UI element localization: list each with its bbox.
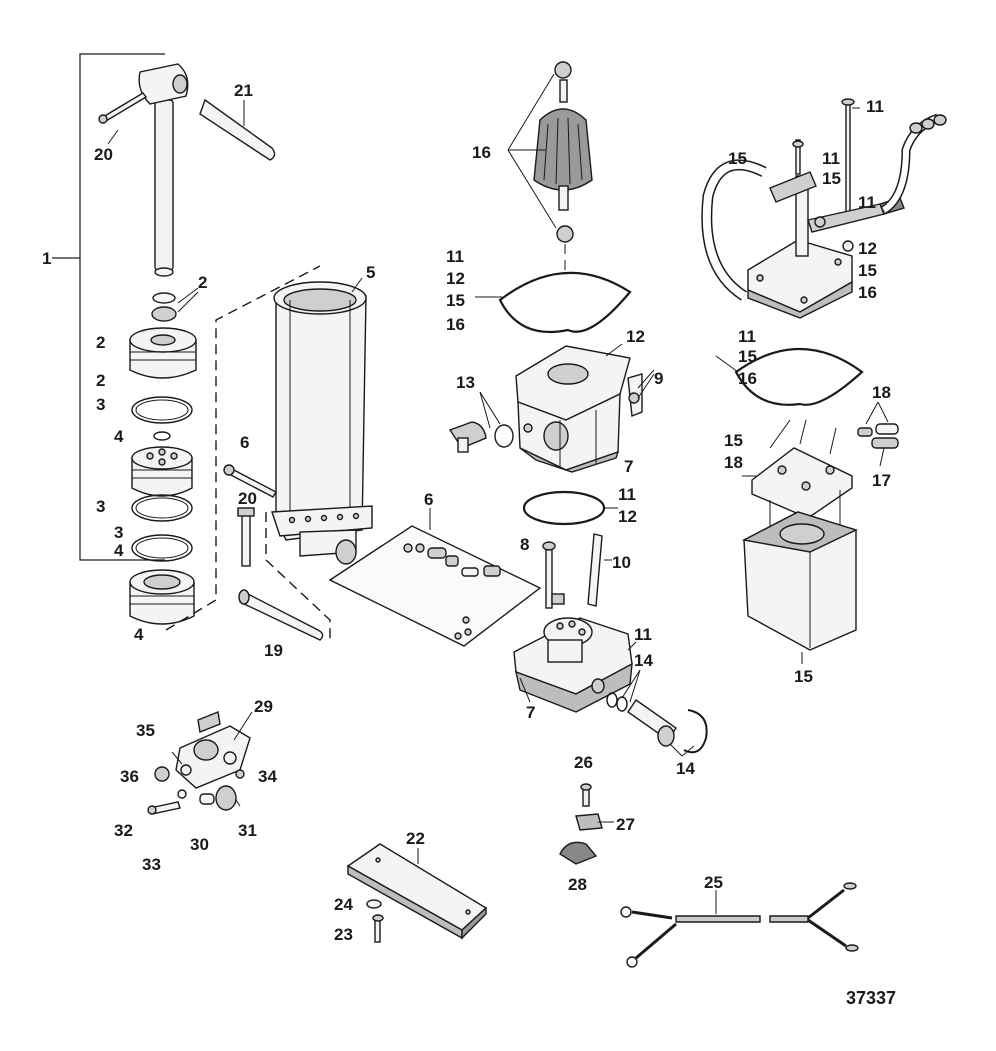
callout-4: 4 [134, 625, 144, 644]
callout-14: 14 [676, 759, 695, 778]
callout-5: 5 [366, 263, 375, 282]
callout-7: 7 [526, 703, 535, 722]
callout-25: 25 [704, 873, 723, 892]
callout-16: 16 [472, 143, 491, 162]
pin-19 [238, 589, 324, 641]
callout-12: 12 [626, 327, 645, 346]
callout-18: 18 [872, 383, 891, 402]
switch-assembly [147, 711, 253, 815]
callout-9: 9 [654, 369, 663, 388]
callout-18: 18 [724, 453, 743, 472]
callout-10: 10 [612, 553, 631, 572]
callout-13: 13 [456, 373, 475, 392]
callout-15: 15 [738, 347, 757, 366]
callout-32: 32 [114, 821, 133, 840]
callout-12: 12 [446, 269, 465, 288]
armature-16 [507, 61, 593, 270]
gasket-center [475, 271, 632, 334]
callout-16: 16 [858, 283, 877, 302]
callout-12: 12 [618, 507, 637, 526]
gasket-right [715, 348, 864, 406]
callout-15: 15 [858, 261, 877, 280]
callout-23: 23 [334, 925, 353, 944]
figure-number: 37337 [846, 988, 896, 1008]
callout-20: 20 [94, 145, 113, 164]
callout-29: 29 [254, 697, 273, 716]
callout-11: 11 [618, 485, 636, 504]
callout-3: 3 [114, 523, 123, 542]
callout-35: 35 [136, 721, 155, 740]
callout-3: 3 [96, 395, 105, 414]
callout-8: 8 [520, 535, 529, 554]
rod-assembly [52, 53, 321, 631]
callout-2: 2 [96, 333, 105, 352]
end-cap-reservoir [515, 343, 655, 473]
callout-28: 28 [568, 875, 587, 894]
callout-11: 11 [822, 149, 840, 168]
callout-3: 3 [96, 497, 105, 516]
motor-end-cap [701, 98, 947, 319]
callout-16: 16 [738, 369, 757, 388]
callout-2: 2 [96, 371, 105, 390]
callout-4: 4 [114, 541, 124, 560]
fitting-14 [606, 669, 708, 757]
callout-14: 14 [634, 651, 653, 670]
callout-30: 30 [190, 835, 209, 854]
callout-labels: 1 2 2 2 3 4 3 3 4 4 20 21 5 6 20 19 6 16… [42, 81, 896, 1008]
harness-25 [620, 882, 859, 968]
callout-36: 36 [120, 767, 139, 786]
callout-6: 6 [240, 433, 249, 452]
callout-24: 24 [334, 895, 353, 914]
screw-8-10 [542, 533, 612, 609]
callout-7: 7 [624, 457, 633, 476]
callout-4: 4 [114, 427, 124, 446]
callout-11: 11 [858, 193, 876, 212]
callout-34: 34 [258, 767, 277, 786]
callout-15: 15 [724, 431, 743, 450]
callout-17: 17 [872, 471, 891, 490]
fill-plug-13 [448, 391, 514, 453]
callout-26: 26 [574, 753, 593, 772]
oring-11-12 [522, 490, 618, 526]
callout-20: 20 [238, 489, 257, 508]
pump-base-7 [513, 617, 637, 713]
callout-27: 27 [616, 815, 635, 834]
callout-11: 11 [634, 625, 652, 644]
callout-11: 11 [446, 247, 464, 266]
callout-2: 2 [198, 273, 207, 292]
callout-31: 31 [238, 821, 257, 840]
callout-16: 16 [446, 315, 465, 334]
motor-housing-15 [741, 401, 899, 664]
bolt-20 [237, 507, 255, 567]
cover-22 [346, 843, 488, 943]
callout-1: 1 [42, 249, 51, 268]
valve-kit-6 [328, 508, 542, 647]
screw-6 [223, 464, 277, 498]
callout-15: 15 [446, 291, 465, 310]
callout-11: 11 [738, 327, 756, 346]
clip-26-28 [559, 783, 614, 865]
callout-15: 15 [728, 149, 747, 168]
callout-6: 6 [424, 490, 433, 509]
callout-21: 21 [234, 81, 253, 100]
callout-19: 19 [264, 641, 283, 660]
callout-33: 33 [142, 855, 161, 874]
callout-15: 15 [794, 667, 813, 686]
callout-12: 12 [858, 239, 877, 258]
cylinder [265, 277, 373, 640]
callout-15: 15 [822, 169, 841, 188]
callout-22: 22 [406, 829, 425, 848]
callout-11: 11 [866, 97, 884, 116]
